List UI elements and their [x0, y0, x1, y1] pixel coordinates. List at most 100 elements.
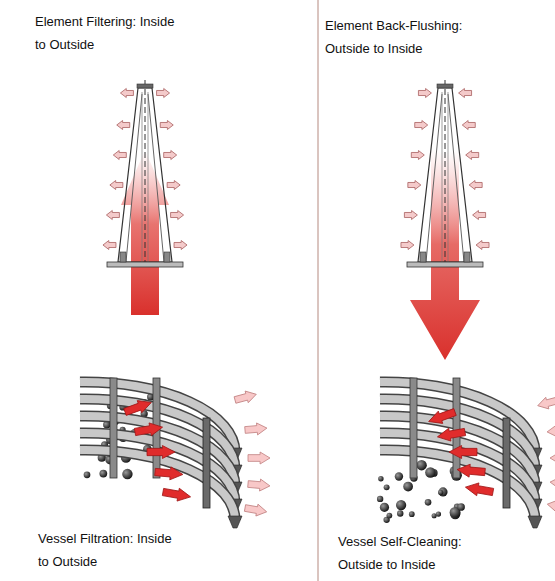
flow-arrow-small [103, 241, 116, 250]
wedge-wire-cutaway [377, 378, 555, 528]
center-rod [145, 80, 146, 262]
base-leg [420, 252, 426, 262]
label-box: Element Back-Flushing: Outside to Inside [325, 14, 490, 60]
flow-arrow-small [110, 181, 123, 190]
base-leg [120, 252, 126, 262]
particle [416, 460, 426, 470]
filter-element [401, 80, 489, 360]
top-cap [437, 84, 453, 88]
flow-arrow-outline [244, 422, 267, 436]
flow-arrow-small [157, 89, 170, 98]
element-core [148, 92, 149, 262]
flow-arrow-small [459, 89, 472, 98]
particle [438, 490, 443, 495]
base-plate [407, 262, 483, 267]
wedge-wire-cutaway [80, 378, 270, 528]
flow-arrow [457, 463, 486, 478]
caption-label: Element Filtering: Inside to Outside [35, 10, 175, 56]
particle [438, 487, 447, 496]
flow-arrow-outline [546, 498, 555, 514]
particle [122, 469, 132, 479]
flow-arrow-small [113, 151, 126, 160]
flow-arrow [426, 406, 457, 428]
particle [396, 500, 406, 510]
base-plate [107, 262, 183, 267]
element-core [442, 92, 443, 262]
flow-arrow [436, 426, 466, 444]
center-rod [445, 80, 446, 262]
element-support [426, 94, 442, 262]
flow-arrow-small [120, 89, 133, 98]
particle [384, 484, 390, 490]
flow-arrow-outline [547, 424, 555, 438]
particle [377, 496, 383, 502]
wedge-profile [228, 516, 242, 528]
flow-arrow-small [167, 181, 180, 190]
flow-arrow-outline [536, 394, 555, 411]
support-rod [410, 378, 417, 478]
particle [99, 470, 107, 478]
flow-arrow [449, 446, 477, 459]
flow-arrow-outline [550, 452, 555, 464]
flow-arrow-outline [550, 476, 555, 490]
filter-element [103, 80, 187, 315]
flow-arrow [464, 481, 494, 499]
flow-arrow-small [411, 151, 424, 160]
particle [436, 512, 441, 517]
element-core [448, 92, 449, 262]
flow-arrow-small [408, 181, 421, 190]
particle [395, 472, 403, 480]
flow-arrow [154, 466, 183, 481]
element-support [126, 94, 142, 262]
flow-arrow-small [160, 121, 173, 130]
flow-arrow-outline [248, 452, 270, 464]
flow-arrow-small [401, 241, 414, 250]
particle [378, 476, 383, 481]
flow-arrow-small [404, 211, 417, 220]
particle [380, 503, 389, 512]
label-box: Vessel Filtration: Inside to Outside [38, 527, 173, 573]
flow-arrow-small [415, 121, 428, 130]
particle [409, 511, 415, 517]
caption-label: Element Back-Flushing: Outside to Inside [325, 14, 490, 60]
particle [425, 499, 432, 506]
label-box: Vessel Self-Cleaning: Outside to Inside [338, 530, 493, 576]
particle [386, 513, 392, 519]
wedge-profile [528, 516, 542, 528]
particle [457, 503, 465, 511]
support-rod [110, 378, 117, 478]
flow-arrow-small [171, 211, 184, 220]
label-box: Element Filtering: Inside to Outside [35, 10, 175, 56]
flow-arrow-small [476, 241, 489, 250]
divider-line [318, 0, 319, 581]
flow-arrow-small [473, 211, 486, 220]
top-cap [137, 84, 153, 88]
flow-arrow-small [164, 151, 177, 160]
flow-arrow-small [469, 181, 482, 190]
support-rod [503, 418, 510, 508]
support-rod [203, 418, 210, 508]
particle [84, 472, 91, 479]
support-rod [453, 378, 460, 478]
particles [377, 460, 465, 523]
particle [397, 510, 403, 516]
flow-arrow-small [418, 89, 431, 98]
flow-arrow-outline [244, 502, 268, 518]
caption-label: Vessel Self-Cleaning: Outside to Inside [338, 530, 493, 576]
particle [425, 467, 436, 478]
caption-label: Vessel Filtration: Inside to Outside [38, 527, 173, 573]
element-support [448, 94, 464, 262]
flow-arrow-small [117, 121, 130, 130]
flow-arrow [134, 421, 164, 439]
particle [403, 482, 413, 492]
flow-arrow-small [106, 211, 119, 220]
flow-arrow [123, 396, 154, 418]
flow-arrow-small [462, 121, 475, 130]
base-leg [164, 252, 170, 262]
flow-arrow-small [466, 151, 479, 160]
flow-arrow [147, 446, 175, 459]
base-leg [464, 252, 470, 262]
element-core [142, 92, 143, 262]
